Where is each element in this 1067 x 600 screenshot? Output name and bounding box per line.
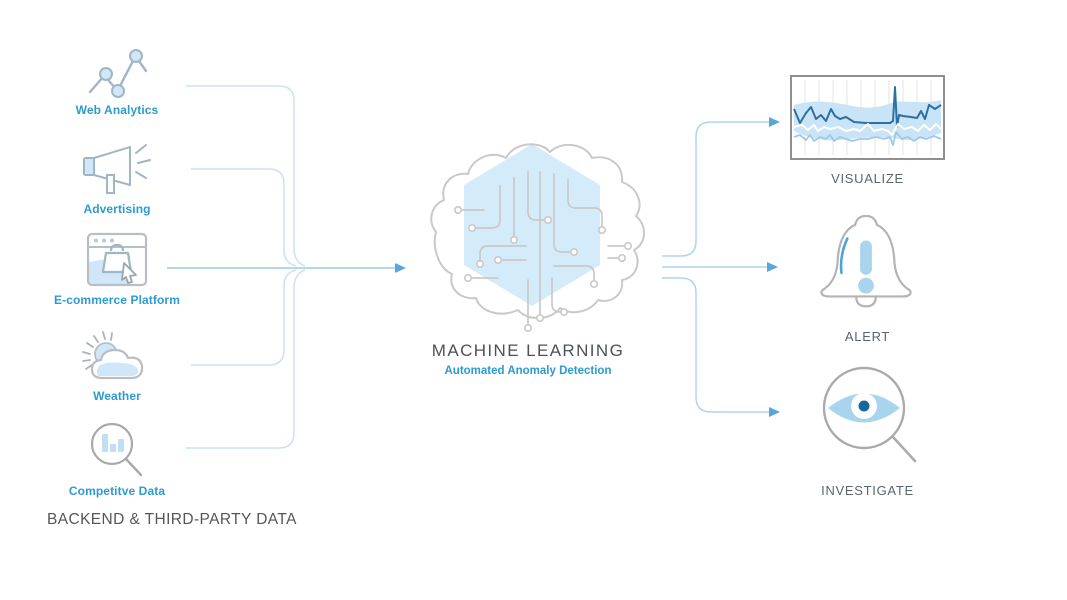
timeseries-chart-icon [790, 75, 945, 160]
megaphone-icon [37, 141, 197, 197]
magnifier-bars-icon [37, 421, 197, 479]
line-chart-icon [37, 48, 197, 98]
source-item-ecommerce: E-commerce Platform [37, 232, 197, 307]
hexagon-shape [464, 144, 600, 306]
source-item-advertising: Advertising [37, 141, 197, 216]
backend-section-label: BACKEND & THIRD-PARTY DATA [47, 511, 297, 528]
alert-label: ALERT [844, 329, 891, 344]
source-label: Competitve Data [68, 484, 166, 498]
source-item-web-analytics: Web Analytics [37, 48, 197, 117]
alert-bell-icon [820, 214, 912, 308]
source-label: E-commerce Platform [54, 293, 180, 307]
sun-cloud-icon [37, 330, 197, 384]
browser-cart-icon [37, 232, 197, 288]
source-label: Web Analytics [75, 103, 159, 117]
source-item-competitive-data: Competitve Data [37, 421, 197, 498]
processor-title: MACHINE LEARNING [431, 341, 625, 360]
investigate-label: INVESTIGATE [821, 483, 914, 498]
source-item-weather: Weather [37, 330, 197, 403]
visualize-label: VISUALIZE [831, 171, 904, 186]
processor-subtitle: Automated Anomaly Detection [444, 365, 612, 377]
processor-block: MACHINE LEARNING Automated Anomaly Detec… [398, 341, 658, 377]
eye-magnifier-icon [822, 366, 917, 463]
circuit-brain-illustration [430, 143, 645, 333]
source-label: Weather [93, 389, 141, 403]
source-label: Advertising [83, 202, 151, 216]
